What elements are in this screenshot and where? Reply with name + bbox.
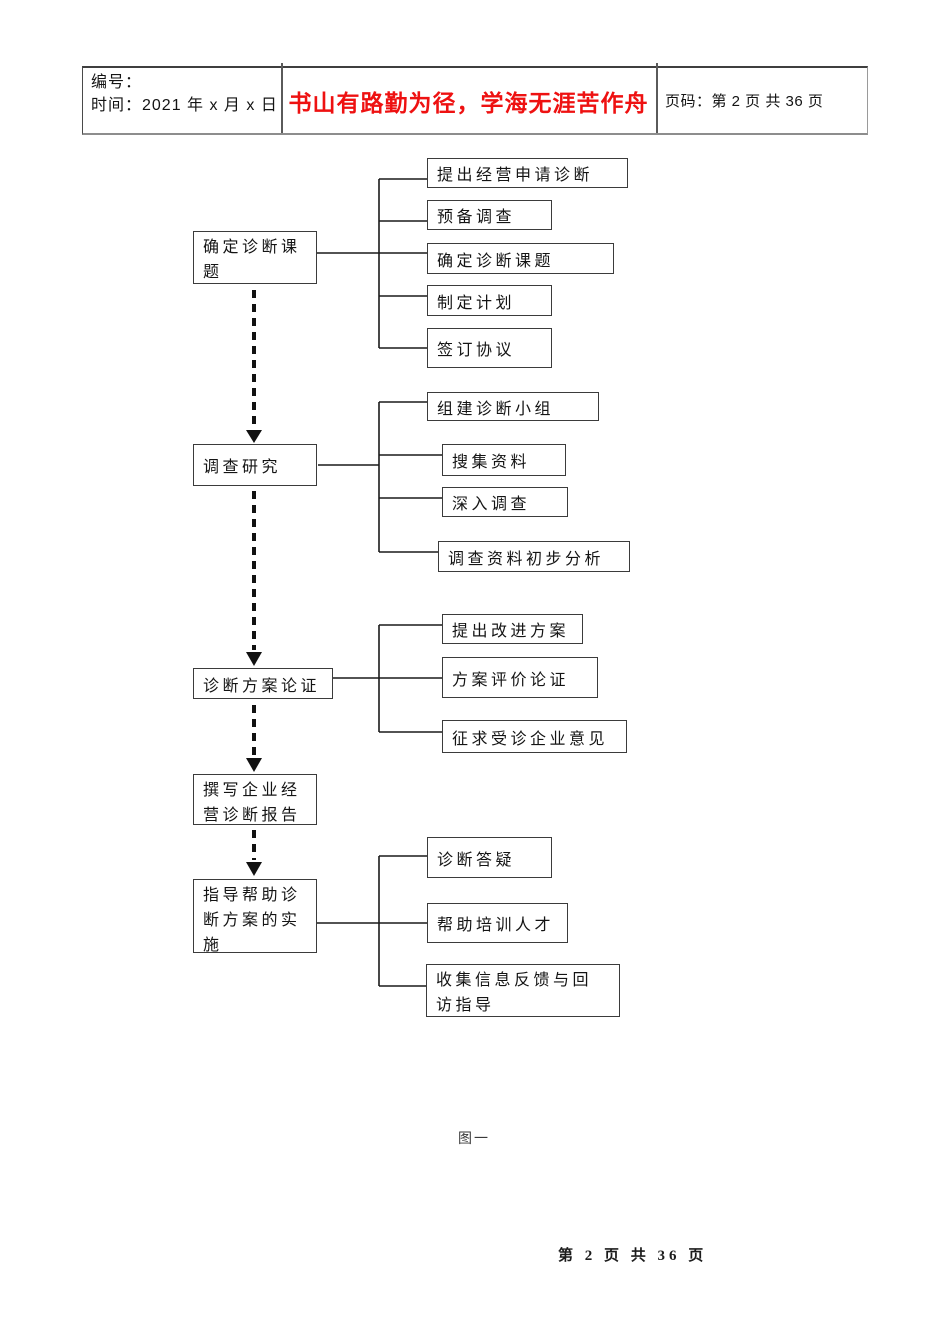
figure-caption: 图一 [458,1132,490,1147]
substep-box-3-1: 提出改进方案 [442,614,583,644]
substep-box-5-2: 帮助培训人才 [427,903,568,943]
header-cell-slogan: 书山有路勤为径，学海无涯苦作舟 [281,68,656,133]
substep-box-5-3: 收集信息反馈与回访指导 [426,964,620,1017]
substep-box-3-3: 征求受诊企业意见 [442,720,627,753]
substep-box-1-2: 预备调查 [427,200,552,230]
arrowhead-down-icon [246,430,262,443]
stage-box-4: 撰写企业经营诊断报告 [193,774,317,825]
substep-box-1-3: 确定诊断课题 [427,243,614,274]
header-divider-left [281,63,283,133]
stage-box-2: 调查研究 [193,444,317,486]
header-cell-page: 页码：第 2 页 共 36 页 [656,68,867,133]
substep-box-2-2: 搜集资料 [442,444,566,476]
tree-connector-lines [315,178,443,987]
substep-box-2-4: 调查资料初步分析 [438,541,630,572]
substep-box-2-3: 深入调查 [442,487,568,517]
substep-box-1-4: 制定计划 [427,285,552,316]
header-slogan: 书山有路勤为径，学海无涯苦作舟 [288,89,649,116]
stage-box-3: 诊断方案论证 [193,668,333,699]
page-indicator: 页码：第 2 页 共 36 页 [665,93,824,110]
header-table: 编号： 时间：2021 年 x 月 x 日 书山有路勤为径，学海无涯苦作舟 页码… [82,63,868,135]
stage-box-5: 指导帮助诊断方案的实施 [193,879,317,954]
substep-box-2-1: 组建诊断小组 [427,392,599,421]
header-divider-right [656,63,658,133]
doc-time-label: 时间：2021 年 x 月 x 日 [91,97,278,114]
doc-number-label: 编号： [91,74,143,91]
substep-box-3-2: 方案评价论证 [442,657,598,698]
stage-box-1: 确定诊断课题 [193,231,317,284]
arrowhead-down-icon [246,862,262,876]
substep-box-5-1: 诊断答疑 [427,837,552,878]
substep-box-1-1: 提出经营申请诊断 [427,158,628,188]
footer-page-number: 第 2 页 共 36 页 [558,1248,708,1264]
arrowhead-down-icon [246,652,262,666]
header-cell-number-time: 编号： 时间：2021 年 x 月 x 日 [91,71,278,117]
substep-box-1-5: 签订协议 [427,328,552,368]
arrowhead-down-icon [246,758,262,772]
